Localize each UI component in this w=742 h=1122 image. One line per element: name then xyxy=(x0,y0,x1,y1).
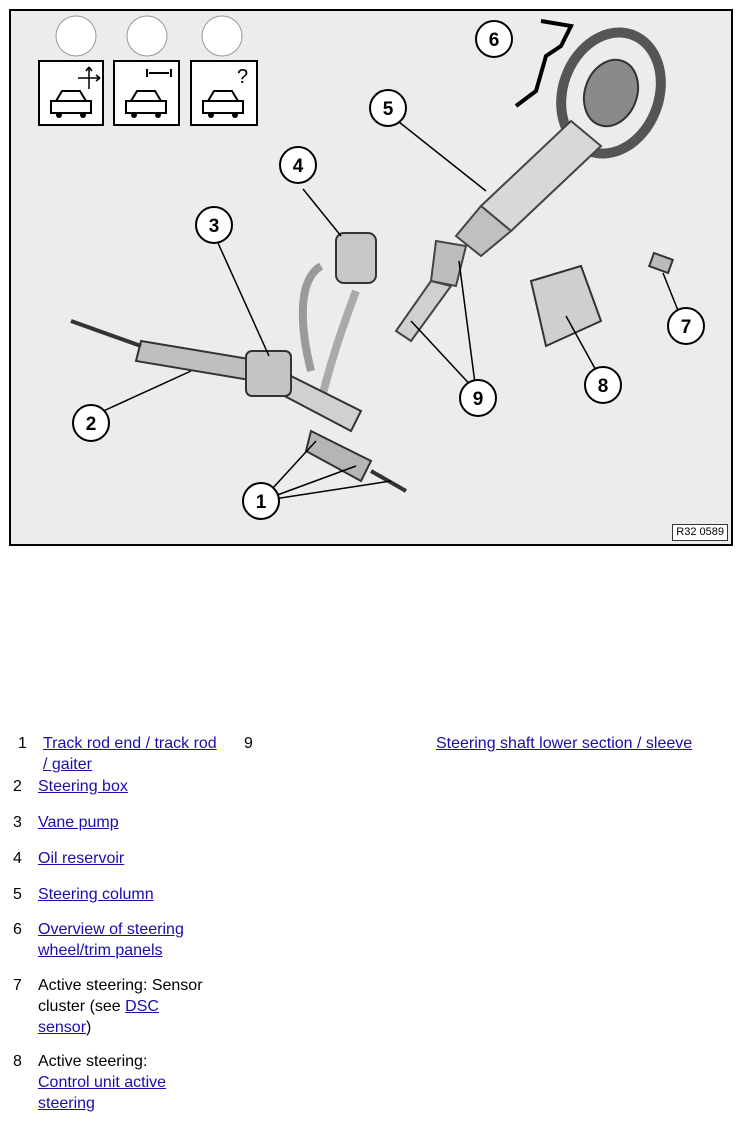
legend-item-7-suffix: ) xyxy=(86,1019,92,1036)
legend-item-8-prefix: Active steering: xyxy=(38,1053,148,1070)
svg-text:8: 8 xyxy=(598,376,609,397)
callout-5[interactable]: 5 xyxy=(369,89,407,127)
steering-shaft xyxy=(394,239,468,343)
callout-6[interactable]: 6 xyxy=(475,20,513,58)
oil-reservoir xyxy=(298,232,377,402)
sensor xyxy=(647,251,675,275)
control-unit xyxy=(529,264,603,348)
legend-number: 9 xyxy=(244,735,253,752)
link-steering-box[interactable]: Steering box xyxy=(38,778,128,795)
svg-text:1: 1 xyxy=(256,492,267,513)
callout-3[interactable]: 3 xyxy=(195,206,233,244)
callout-4[interactable]: 4 xyxy=(279,146,317,184)
callout-9[interactable]: 9 xyxy=(459,379,497,417)
link-oil-reservoir[interactable]: Oil reservoir xyxy=(38,850,125,867)
legend-number: 1 xyxy=(18,735,27,752)
svg-text:6: 6 xyxy=(489,30,500,51)
link-control-unit-active-steering[interactable]: Control unit active steering xyxy=(38,1074,167,1112)
link-steering-shaft-lower[interactable]: Steering shaft lower section / sleeve xyxy=(436,735,693,752)
svg-text:3: 3 xyxy=(209,216,220,237)
steering-column xyxy=(454,119,603,258)
radio-1[interactable] xyxy=(55,15,97,57)
legend-number: 3 xyxy=(13,814,22,831)
svg-text:9: 9 xyxy=(473,389,484,410)
legend-number: 6 xyxy=(13,921,22,938)
parts-diagram: ? xyxy=(9,9,733,546)
link-vane-pump[interactable]: Vane pump xyxy=(38,814,119,831)
car-move-icon[interactable] xyxy=(38,60,104,126)
callout-1[interactable]: 1 xyxy=(242,482,280,520)
link-dsc-sensor[interactable]: DSC sensor xyxy=(38,998,159,1036)
callout-7[interactable]: 7 xyxy=(667,307,705,345)
legend-number: 4 xyxy=(13,850,22,867)
legend-item-8-text: Active steering: Control unit active ste… xyxy=(38,1051,198,1114)
vane-pump xyxy=(245,350,292,397)
view-radio-group[interactable] xyxy=(55,15,243,57)
legend-number: 2 xyxy=(13,778,22,795)
svg-text:5: 5 xyxy=(383,99,394,120)
legend-number: 5 xyxy=(13,886,22,903)
svg-text:?: ? xyxy=(237,66,248,88)
figure-reference-id: R32 0589 xyxy=(672,524,728,541)
legend-item-7-text: Active steering: Sensor cluster (see DSC… xyxy=(38,975,213,1038)
steering-system-illustration: ? xyxy=(38,15,705,520)
link-steering-column[interactable]: Steering column xyxy=(38,886,154,903)
radio-2[interactable] xyxy=(126,15,168,57)
legend-number: 8 xyxy=(13,1053,22,1070)
link-overview-steering-wheel[interactable]: Overview of steering wheel/trim panels xyxy=(38,921,184,959)
svg-text:4: 4 xyxy=(293,156,304,177)
svg-text:7: 7 xyxy=(681,317,692,338)
legend-item-7-prefix: Active steering: Sensor cluster (see xyxy=(38,977,203,1015)
link-track-rod-end[interactable]: Track rod end / track rod / gaiter xyxy=(43,735,217,773)
callout-2[interactable]: 2 xyxy=(72,404,110,442)
svg-text:2: 2 xyxy=(86,414,97,435)
car-repair-icon[interactable] xyxy=(113,60,180,126)
legend-number: 7 xyxy=(13,977,22,994)
radio-3[interactable] xyxy=(201,15,243,57)
callout-8[interactable]: 8 xyxy=(584,366,622,404)
car-help-icon[interactable]: ? xyxy=(190,60,258,126)
